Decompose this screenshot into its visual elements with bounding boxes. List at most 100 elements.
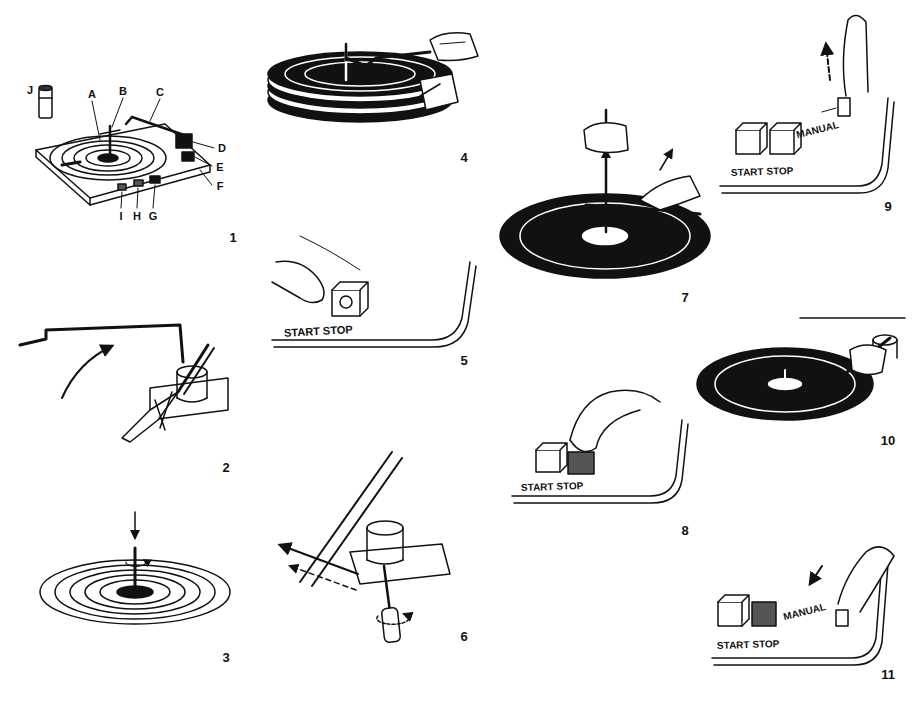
turntable-overview — [126, 117, 132, 124]
turntable-overview — [98, 154, 118, 162]
start-button-panel — [272, 262, 470, 340]
record-on-spindle — [640, 176, 700, 210]
record-on-spindle — [500, 110, 710, 278]
callout-letter: I — [119, 211, 122, 222]
panel-number: 7 — [681, 291, 688, 304]
start-button-panel — [300, 236, 360, 270]
manual-slider-down — [718, 595, 749, 626]
arm-rest-lever — [184, 348, 214, 394]
turntable-overview — [100, 130, 120, 134]
callout-letter: G — [149, 211, 158, 222]
start-button-panel — [332, 290, 360, 316]
adjust-screw — [280, 545, 358, 574]
turntable-overview — [132, 117, 184, 135]
turntable-overview — [92, 101, 100, 140]
callout-letter: F — [217, 181, 224, 192]
platter-spindle — [126, 560, 146, 566]
panel-number: 1 — [229, 231, 236, 244]
turntable-overview — [62, 162, 80, 165]
turntable-overview — [109, 126, 112, 158]
adjust-screw — [367, 560, 403, 564]
manual-slider-up — [736, 123, 767, 154]
stop-button-panel — [536, 443, 567, 472]
adjust-screw — [377, 614, 409, 624]
button-label: START STOP — [731, 166, 794, 178]
turntable-overview — [150, 176, 160, 183]
manual-slider-down — [838, 547, 894, 612]
adjust-screw — [350, 544, 450, 584]
stop-button-panel — [568, 452, 594, 474]
turntable-overview — [39, 97, 52, 99]
panel-number: 5 — [460, 354, 467, 367]
stop-button-panel — [570, 390, 660, 440]
callout-letter: D — [218, 143, 226, 154]
turntable-overview — [86, 150, 130, 166]
manual-slider-up — [722, 102, 894, 193]
arm-rest-lever — [20, 325, 228, 442]
turntable-overview — [150, 99, 160, 121]
turntable-overview — [62, 141, 154, 175]
panel-number: 2 — [222, 461, 229, 474]
start-button-panel — [272, 261, 324, 302]
callout-letter: C — [156, 87, 164, 98]
panel-number: 11 — [881, 668, 895, 681]
turntable-overview — [121, 192, 122, 208]
manual-slider-up — [822, 108, 836, 112]
panel-number: 10 — [881, 434, 895, 447]
manual-slider-up — [843, 15, 868, 96]
arm-rest-lever — [206, 372, 208, 398]
manual-slider-up — [736, 130, 760, 154]
platter-spindle — [40, 512, 230, 624]
panel-number: 9 — [884, 200, 891, 213]
turntable-overview — [118, 184, 126, 190]
record-on-spindle — [500, 194, 710, 278]
adjust-screw — [290, 566, 356, 590]
turntable-overview — [112, 98, 123, 127]
lower-arm — [697, 348, 873, 420]
turntable-overview — [195, 157, 212, 166]
record-on-spindle — [660, 150, 672, 170]
panel-number: 6 — [460, 630, 467, 643]
stop-button-panel — [512, 420, 682, 496]
start-button-panel — [272, 236, 476, 347]
record-on-spindle — [605, 150, 607, 200]
manual-slider-down — [752, 602, 776, 626]
manual-slider-down — [836, 610, 848, 626]
record-stack — [420, 74, 458, 110]
arm-rest-lever — [178, 345, 208, 392]
turntable-overview — [39, 88, 52, 118]
panel-number: 3 — [222, 651, 229, 664]
arm-rest-lever — [160, 392, 172, 428]
adjust-screw — [402, 528, 404, 560]
arm-rest-lever — [177, 398, 207, 402]
turntable-overview — [36, 86, 214, 209]
turntable-overview — [182, 152, 194, 161]
turntable-overview — [39, 86, 52, 91]
manual-slider-up — [838, 98, 850, 116]
manual-slider-down — [718, 602, 742, 626]
lower-arm — [896, 340, 898, 358]
start-button-panel — [332, 282, 368, 316]
panel-number: 8 — [681, 524, 688, 537]
button-label: START STOP — [717, 639, 780, 651]
switch-label: MANUAL — [796, 120, 840, 140]
lower-arm — [850, 345, 886, 375]
adjust-screw — [367, 521, 403, 535]
record-stack — [345, 44, 348, 80]
button-label: START STOP — [521, 481, 584, 493]
stop-button-panel — [570, 410, 640, 452]
callout-letter: E — [216, 162, 223, 173]
switch-label: MANUAL — [783, 602, 827, 622]
arm-rest-lever — [20, 325, 183, 362]
adjust-screw — [366, 528, 368, 560]
start-button-panel — [340, 296, 352, 308]
callout-letter: J — [27, 85, 33, 96]
record-stack — [268, 33, 478, 122]
record-stack — [346, 52, 430, 66]
button-label: START STOP — [283, 324, 352, 339]
record-stack — [440, 42, 465, 44]
turntable-overview — [50, 136, 166, 180]
lower-arm — [697, 318, 905, 420]
turntable-overview — [200, 170, 212, 185]
